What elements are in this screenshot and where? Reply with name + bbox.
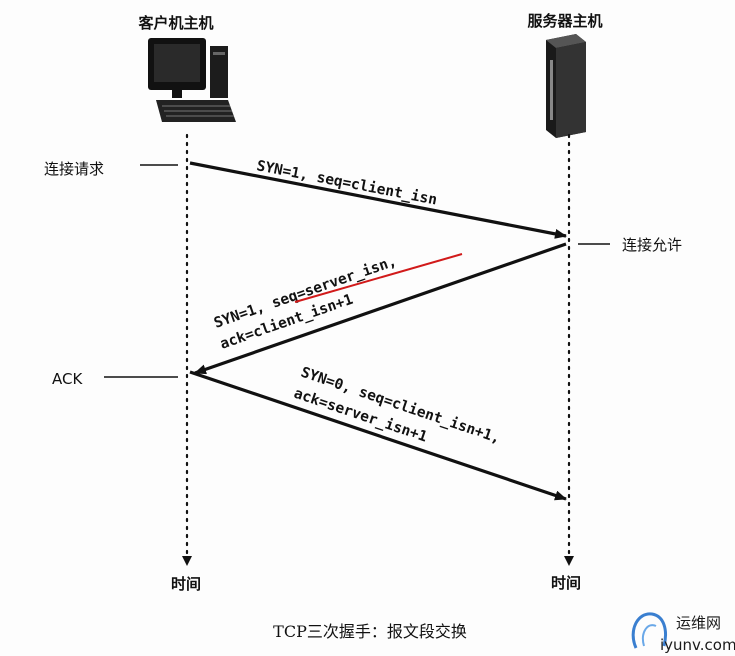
client-computer-icon xyxy=(148,38,236,122)
server-host-label: 服务器主机 xyxy=(527,12,602,30)
server-isn-underline xyxy=(294,253,463,303)
synack-arrow xyxy=(194,242,567,375)
server-time-label: 时间 xyxy=(551,574,581,592)
client-host-label: 客户机主机 xyxy=(137,14,213,32)
syn-arrow xyxy=(189,161,567,239)
client-time-label: 时间 xyxy=(171,575,201,593)
connect-granted-label: 连接允许 xyxy=(622,236,682,254)
ack-arrow xyxy=(189,370,567,501)
connect-request-label: 连接请求 xyxy=(44,160,104,178)
client-time-arrow-icon xyxy=(182,556,192,566)
watermark-url: iyunv.com xyxy=(660,636,735,654)
syn-message: SYN=1, seq=client_isn xyxy=(255,158,438,208)
server-time-arrow-icon xyxy=(564,556,574,566)
watermark-logo-icon xyxy=(631,612,667,649)
figure-caption: TCP三次握手：报文段交换 xyxy=(273,622,467,641)
server-tower-icon xyxy=(546,34,586,138)
ack-label: ACK xyxy=(52,370,83,388)
watermark: 运维网 iyunv.com xyxy=(631,612,735,654)
watermark-name: 运维网 xyxy=(676,614,721,632)
